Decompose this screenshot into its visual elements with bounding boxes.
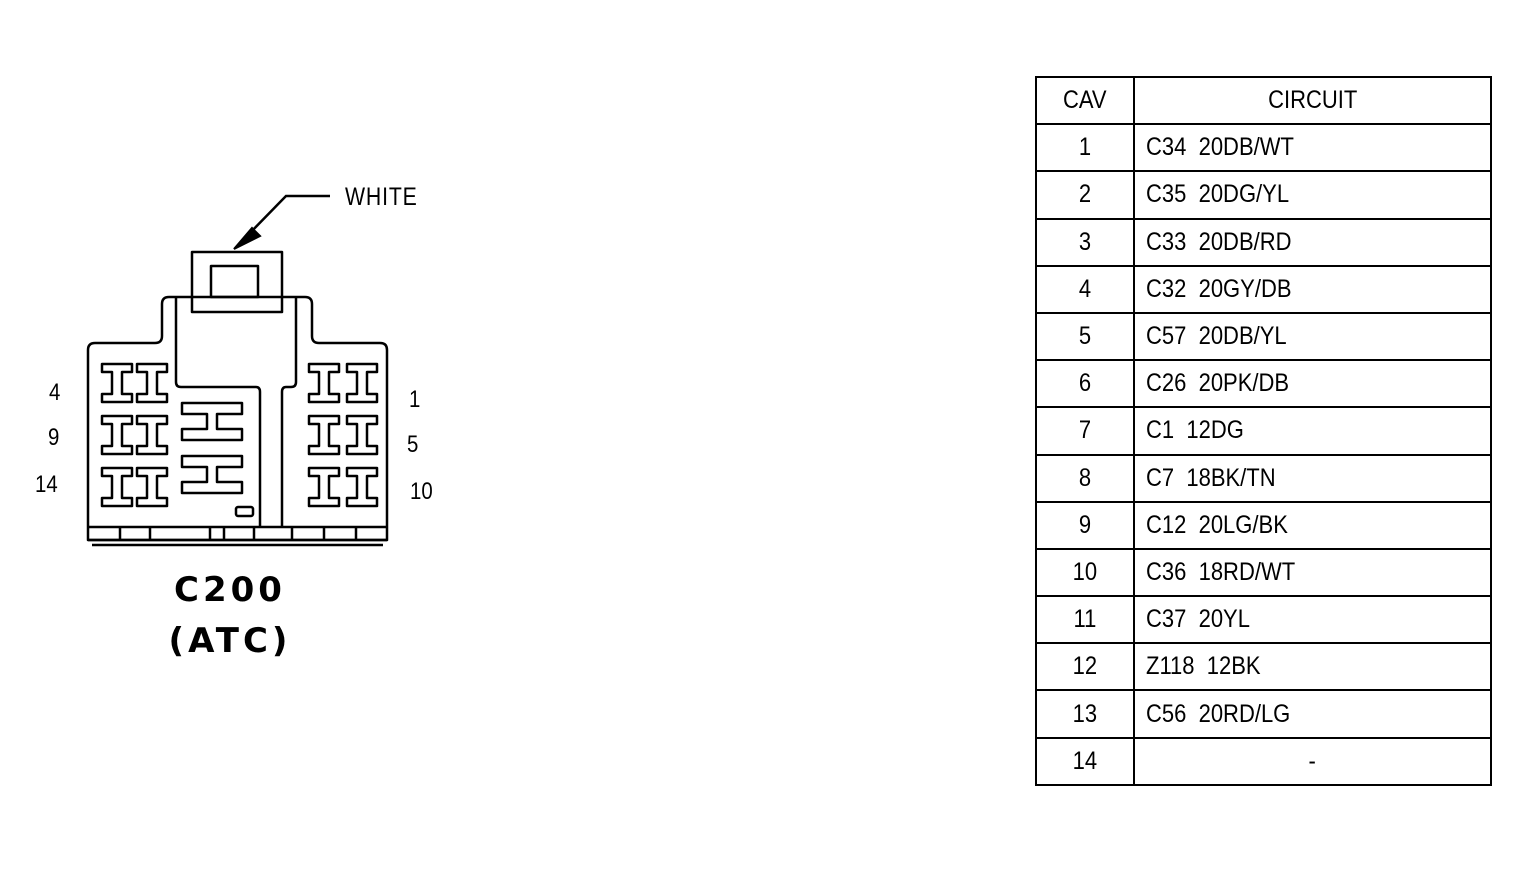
cavity-number-cell: 6	[1035, 359, 1135, 409]
cavity-number-cell: 8	[1035, 453, 1135, 503]
pin-label-left-top: 4	[49, 379, 61, 406]
pin-label-left-bottom: 14	[35, 471, 58, 498]
housing-inner-left-wall	[174, 297, 262, 527]
connector-subtitle: (ATC)	[168, 621, 292, 661]
white-color-callout-leader	[233, 194, 330, 250]
connector-key	[234, 505, 255, 518]
cavity-number-cell: 4	[1035, 264, 1135, 314]
connector-color-label: WHITE	[345, 183, 418, 211]
cavity-number-cell: 13	[1035, 689, 1135, 739]
terminal-cavities	[100, 362, 379, 508]
connector-c200-face-diagram	[86, 194, 389, 547]
circuit-code-cell: C36 18RD/WT	[1133, 547, 1492, 598]
cavity-number-cell: 7	[1035, 406, 1135, 456]
connector-name: C200	[174, 570, 286, 610]
pin-label-right-bottom: 10	[410, 478, 433, 505]
housing-bottom-ticks	[118, 527, 358, 540]
circuit-code-cell: C34 20DB/WT	[1133, 123, 1492, 173]
circuit-code-cell: -	[1133, 736, 1492, 786]
table-header-row: CAV CIRCUIT	[1035, 75, 1492, 126]
cavity-number-cell: 14	[1035, 736, 1135, 786]
connector-latch-window	[209, 264, 260, 299]
pin-label-right-top: 1	[409, 386, 421, 413]
cavity-number-cell: 1	[1035, 123, 1135, 173]
connector-housing-outline	[86, 295, 389, 542]
circuit-code-cell: C56 20RD/LG	[1133, 689, 1492, 739]
cavity-number-cell: 12	[1035, 642, 1135, 692]
circuit-code-cell: C1 12DG	[1133, 406, 1492, 456]
cavity-number-cell: 11	[1035, 595, 1135, 645]
housing-inner-right-wall	[280, 297, 298, 527]
cavity-number-cell: 10	[1035, 547, 1135, 598]
column-header-cav: CAV	[1035, 75, 1135, 126]
circuit-code-cell: C32 20GY/DB	[1133, 264, 1492, 314]
connector-latch	[190, 250, 284, 314]
cavity-number-cell: 2	[1035, 170, 1135, 220]
circuit-code-cell: C7 18BK/TN	[1133, 453, 1492, 503]
table-row: 14-	[1035, 736, 1492, 786]
circuit-code-cell: C12 20LG/BK	[1133, 500, 1492, 550]
column-header-circuit: CIRCUIT	[1133, 75, 1492, 126]
circuit-code-cell: C33 20DB/RD	[1133, 217, 1492, 267]
pin-label-right-middle: 5	[407, 431, 419, 458]
circuit-code-cell: Z118 12BK	[1133, 642, 1492, 692]
pin-label-left-middle: 9	[48, 424, 60, 451]
cavity-number-cell: 5	[1035, 311, 1135, 362]
cavity-number-cell: 3	[1035, 217, 1135, 267]
cavity-number-cell: 9	[1035, 500, 1135, 550]
circuit-code-cell: C37 20YL	[1133, 595, 1492, 645]
circuit-code-cell: C35 20DG/YL	[1133, 170, 1492, 220]
circuit-code-cell: C57 20DB/YL	[1133, 311, 1492, 362]
circuit-code-cell: C26 20PK/DB	[1133, 359, 1492, 409]
